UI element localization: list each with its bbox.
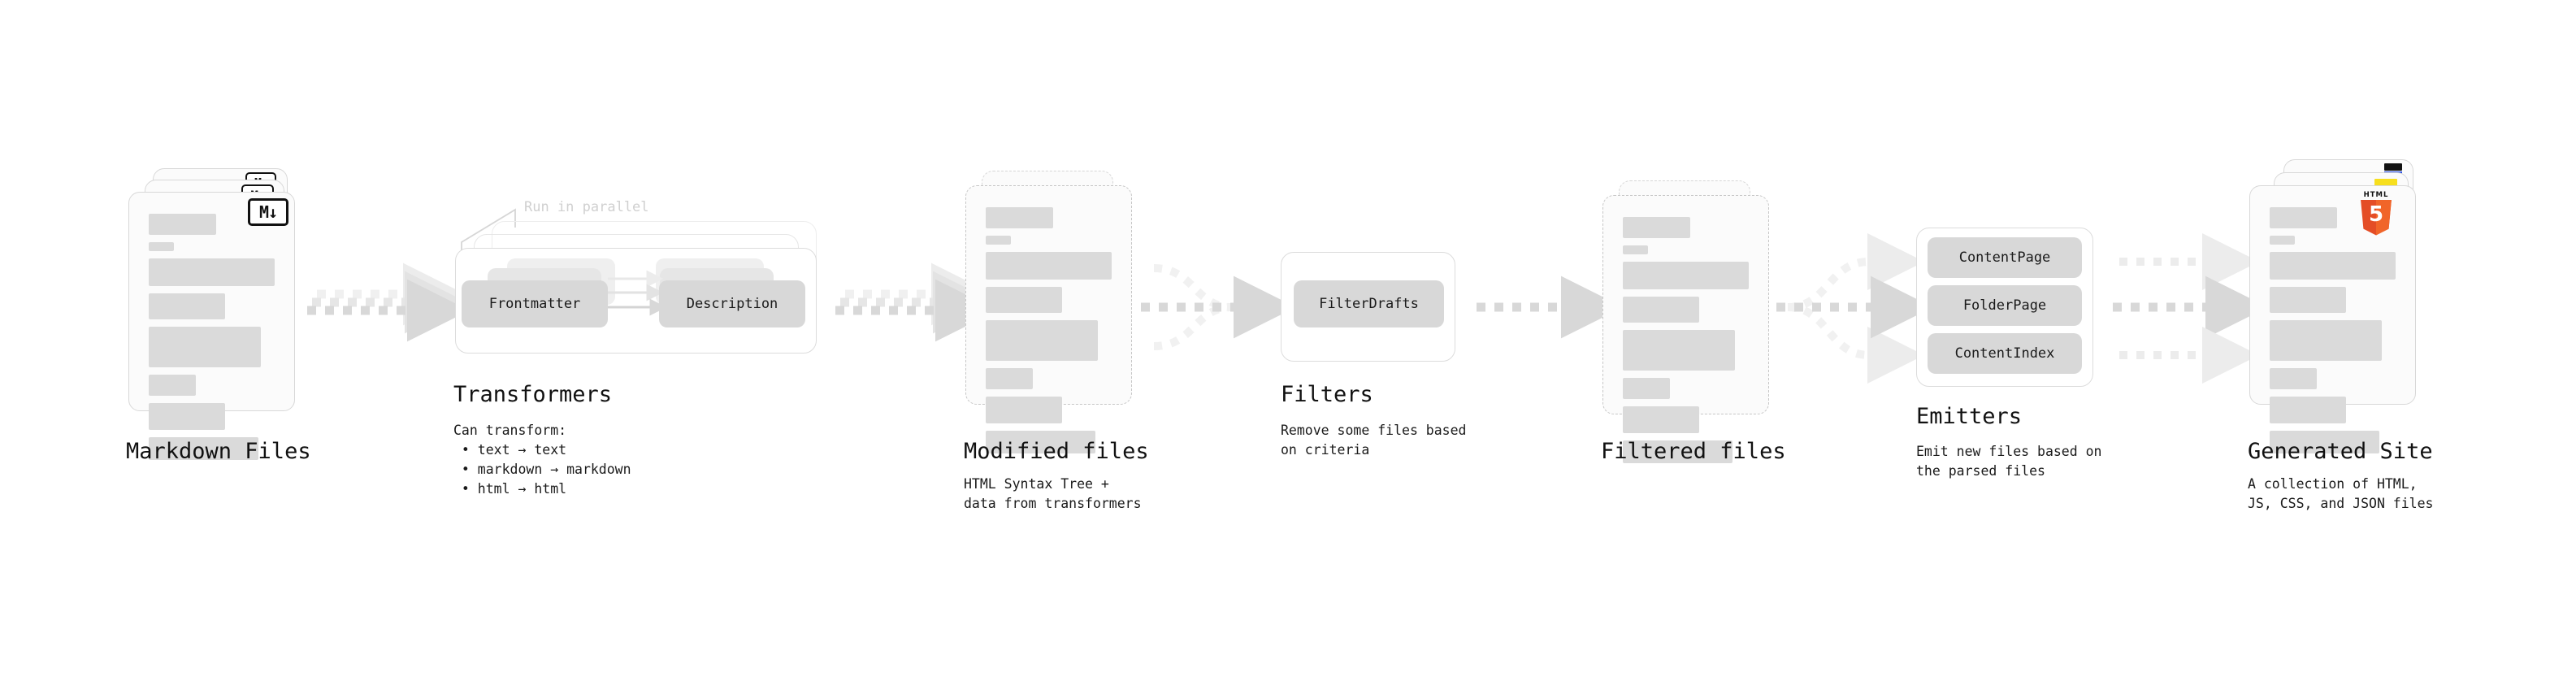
stage-title-generated-site: Generated Site [2248, 439, 2433, 464]
stage-title-markdown-files: Markdown Files [126, 439, 311, 464]
html5-icon: HTML 5 [2358, 192, 2394, 236]
transformer-chip-description-label: Description [686, 296, 778, 312]
markdown-card-bars [149, 214, 276, 467]
emitters-chip-contentpage[interactable]: ContentPage [1928, 237, 2082, 278]
stage-title-emitters: Emitters [1916, 404, 2023, 429]
transformer-inner-arrows [608, 270, 667, 316]
connector-transformers-to-modified [835, 262, 998, 342]
emitters-chip-folderpage[interactable]: FolderPage [1928, 285, 2082, 326]
markdown-card-front [128, 192, 295, 460]
connector-emitters-to-site [2113, 233, 2268, 384]
emitters-chip-folderpage-label: FolderPage [1962, 297, 2047, 314]
run-in-parallel-annotation: Run in parallel [524, 199, 649, 215]
filters-chip-filterdrafts-label: FilterDrafts [1319, 296, 1419, 312]
stage-desc-transformers: Can transform: • text → text • markdown … [453, 423, 631, 497]
filtered-card-bars [1623, 217, 1750, 471]
stage-title-modified-files: Modified files [964, 439, 1149, 464]
filters-chip-filterdrafts[interactable]: FilterDrafts [1294, 280, 1444, 327]
site-card-bars [2270, 207, 2397, 461]
modified-card-front [965, 185, 1132, 453]
stage-desc-modified-files: HTML Syntax Tree + data from transformer… [964, 476, 1142, 511]
stage-desc-generated-site: A collection of HTML, JS, CSS, and JSON … [2248, 476, 2434, 511]
filtered-card-front [1602, 195, 1769, 463]
stage-title-filters: Filters [1281, 382, 1373, 407]
transformer-chip-frontmatter-label: Frontmatter [488, 296, 581, 312]
modified-card-bars [986, 207, 1113, 461]
stage-title-filtered-files: Filtered files [1601, 439, 1786, 464]
connector-filtered-to-emitters [1776, 233, 1933, 384]
markdown-icon: M↓ [248, 198, 288, 226]
emitters-chip-contentindex-label: ContentIndex [1954, 345, 2055, 362]
emitters-chip-contentpage-label: ContentPage [1958, 249, 2051, 266]
emitters-chip-contentindex[interactable]: ContentIndex [1928, 333, 2082, 374]
transformer-chip-frontmatter[interactable]: Frontmatter [462, 280, 608, 327]
stage-desc-filters: Remove some files based on criteria [1281, 423, 1467, 458]
connector-markdown-to-transformers [307, 262, 470, 342]
stage-desc-emitters: Emit new files based on the parsed files [1916, 444, 2102, 479]
stage-title-transformers: Transformers [453, 382, 613, 407]
transformer-chip-description[interactable]: Description [659, 280, 805, 327]
connector-modified-to-filters [1141, 264, 1296, 350]
site-card-front [2249, 185, 2416, 453]
